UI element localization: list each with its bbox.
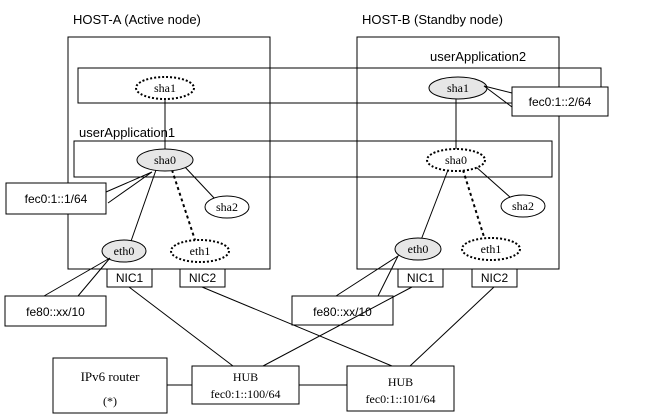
host-a-title: HOST-A (Active node) <box>73 12 201 27</box>
hub1-address: fec0:1::100/64 <box>211 387 281 401</box>
ipv6-router-note: (*) <box>103 394 117 408</box>
a-sha2-label: sha2 <box>216 200 238 214</box>
a-nic2-label: NIC2 <box>189 271 217 285</box>
ipv6-router-box <box>52 357 168 414</box>
b-sha0-label: sha0 <box>445 153 467 167</box>
hub2-address: fec0:1::101/64 <box>366 392 436 406</box>
a-sha0-eth0-link <box>129 169 157 245</box>
host-a-box <box>67 36 271 270</box>
b-sha1-callout-pointer <box>483 85 513 108</box>
ipv6-router-label: IPv6 router <box>81 369 141 384</box>
a-eth0-address-text: fe80::xx/10 <box>26 305 85 319</box>
host-b: HOST-B (Standby node) <box>356 12 560 270</box>
b-eth0-address-callout <box>291 295 394 326</box>
b-sha1-label: sha1 <box>447 81 469 95</box>
b-nic1-label: NIC1 <box>407 271 435 285</box>
user-application1-band <box>73 140 553 178</box>
a-nic1-hub1-cable <box>128 286 234 367</box>
b-eth0-label: eth0 <box>408 242 429 256</box>
a-sha1-label: sha1 <box>154 81 176 95</box>
b-eth0-address-text: fe80::xx/10 <box>313 305 372 319</box>
user-application2-label: userApplication2 <box>430 49 526 64</box>
a-eth0-label: eth0 <box>114 244 135 258</box>
hub1-label: HUB <box>233 370 258 384</box>
b-nic2-label: NIC2 <box>481 271 509 285</box>
a-nic2-hub2-cable <box>201 286 393 367</box>
host-b-title: HOST-B (Standby node) <box>362 12 503 27</box>
a-sha0-label: sha0 <box>154 153 176 167</box>
a-eth1-label: eth1 <box>190 244 211 258</box>
a-sha0-eth1-link <box>171 169 196 241</box>
user-application1-label: userApplication1 <box>79 125 175 140</box>
b-eth0-node <box>394 237 442 261</box>
a-sha0-sha2-link <box>183 165 216 200</box>
hub2-label: HUB <box>388 375 413 389</box>
a-sha2-node <box>204 195 250 219</box>
a-sha1-node <box>135 76 195 100</box>
a-sha0-callout-pointer <box>105 171 153 204</box>
hub1-box <box>191 365 300 405</box>
b-sha1-address-callout <box>511 86 609 117</box>
a-nic1-label: NIC1 <box>116 271 144 285</box>
b-nic1-hub1-cable <box>262 286 413 367</box>
a-eth0-callout-pointer <box>43 257 111 297</box>
a-eth0-node <box>101 239 147 263</box>
b-nic2-box <box>471 268 518 288</box>
a-eth1-node <box>170 239 230 263</box>
b-nic2-hub2-cable <box>409 286 495 367</box>
b-sha0-node <box>426 148 486 172</box>
b-sha0-eth0-link <box>420 169 449 241</box>
a-sha0-address-callout <box>5 182 107 215</box>
host-a: HOST-A (Active node) <box>67 12 271 270</box>
a-sha0-address-text: fec0:1::1/64 <box>25 192 88 206</box>
b-sha0-eth1-link <box>462 169 486 241</box>
b-sha1-address-text: fec0:1::2/64 <box>529 95 592 109</box>
b-sha2-label: sha2 <box>512 199 534 213</box>
b-sha0-sha2-link <box>474 165 512 199</box>
b-sha2-node <box>500 194 546 218</box>
host-b-box <box>356 36 560 270</box>
a-eth0-address-callout <box>4 295 107 327</box>
b-eth0-callout-pointer <box>335 254 400 297</box>
a-sha0-node <box>136 148 194 172</box>
b-eth1-label: eth1 <box>481 242 502 256</box>
user-application2-band <box>77 67 602 104</box>
hub2-box <box>346 365 455 412</box>
b-nic1-box <box>397 268 444 288</box>
b-eth1-node <box>461 237 521 261</box>
